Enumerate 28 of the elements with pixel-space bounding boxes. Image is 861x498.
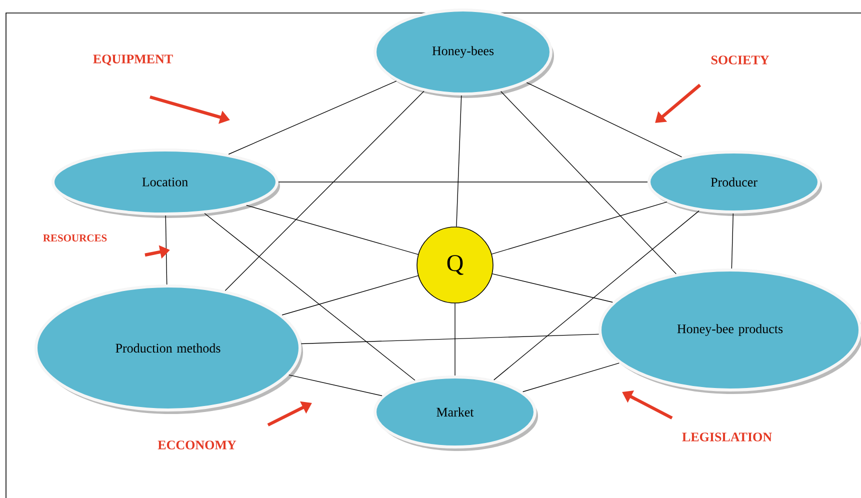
factor-label: EQUIPMENT	[93, 54, 173, 66]
ellipse-node: Location	[52, 148, 280, 218]
connector-line	[204, 213, 416, 381]
factor-label: LEGISLATION	[682, 432, 772, 442]
factor-label: RESOURCES	[43, 234, 107, 242]
connector-line	[224, 90, 424, 291]
connector-line	[731, 213, 734, 269]
connector-line	[246, 204, 418, 255]
connector-line	[522, 362, 620, 392]
connector-line	[491, 202, 668, 254]
connector-line	[165, 215, 168, 285]
connector-line	[492, 273, 613, 303]
connector-line	[526, 82, 682, 158]
ellipse-node: Producer	[648, 150, 822, 216]
connector-line	[500, 91, 676, 274]
connector-line	[456, 95, 462, 227]
ellipse-node: Production methods	[34, 284, 303, 414]
connector-line	[288, 374, 382, 396]
ellipse-node: Market	[374, 376, 538, 451]
ellipse-node: Honey-bees	[374, 8, 554, 98]
connector-line	[282, 275, 418, 316]
factor-label: SOCIETY	[711, 56, 770, 64]
connector-line	[228, 80, 397, 155]
factor-label: ECCONOMY	[158, 440, 236, 450]
connector-line	[454, 303, 456, 376]
connector-line	[494, 210, 700, 380]
ellipse-node: Honey-bee products	[598, 268, 861, 394]
connector-line	[300, 334, 600, 344]
